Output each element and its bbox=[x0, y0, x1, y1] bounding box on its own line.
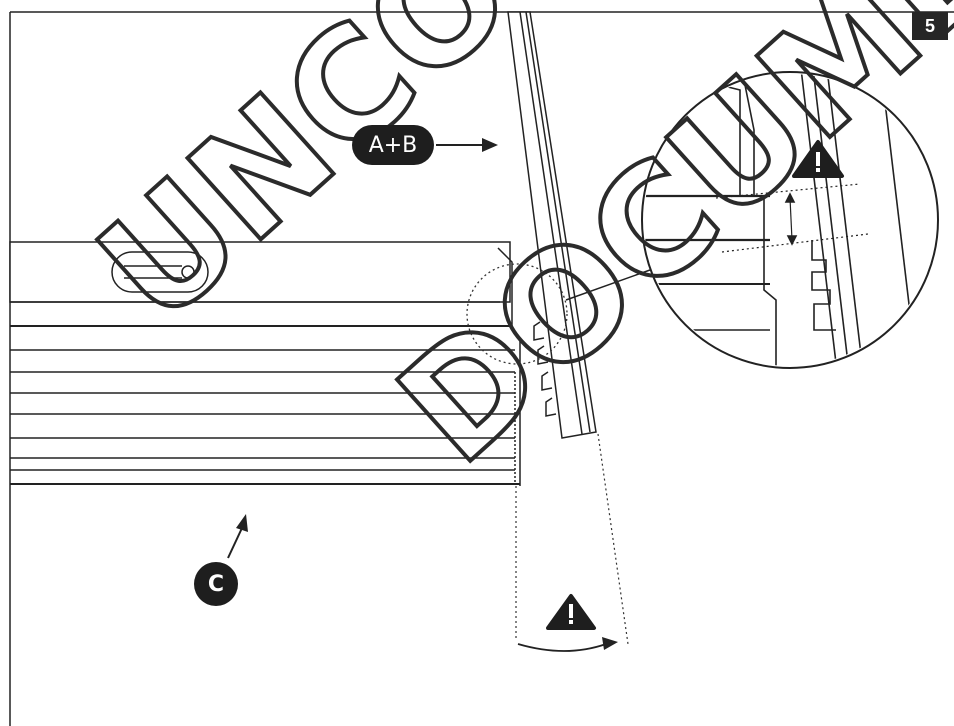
part-label-ab: A+B bbox=[352, 125, 434, 165]
side-rail-ab bbox=[507, 11, 597, 439]
page-frame bbox=[9, 11, 954, 726]
arrow-to-blind bbox=[227, 514, 248, 559]
part-label-c: C bbox=[194, 562, 238, 606]
warning-triangle-icon bbox=[546, 594, 596, 630]
rotation-arrow bbox=[517, 643, 607, 652]
rotation-arrowhead bbox=[602, 637, 618, 650]
step-number-badge: 5 bbox=[912, 12, 948, 40]
detail-source-circle bbox=[466, 263, 568, 365]
blind-stack-c bbox=[9, 241, 521, 486]
magnified-detail bbox=[641, 71, 939, 369]
rotation-guide bbox=[515, 433, 629, 645]
handle-slot bbox=[111, 251, 209, 293]
arrow-to-rail bbox=[436, 138, 498, 152]
warning-triangle-icon bbox=[792, 140, 844, 178]
detail-connector-line bbox=[565, 269, 651, 301]
